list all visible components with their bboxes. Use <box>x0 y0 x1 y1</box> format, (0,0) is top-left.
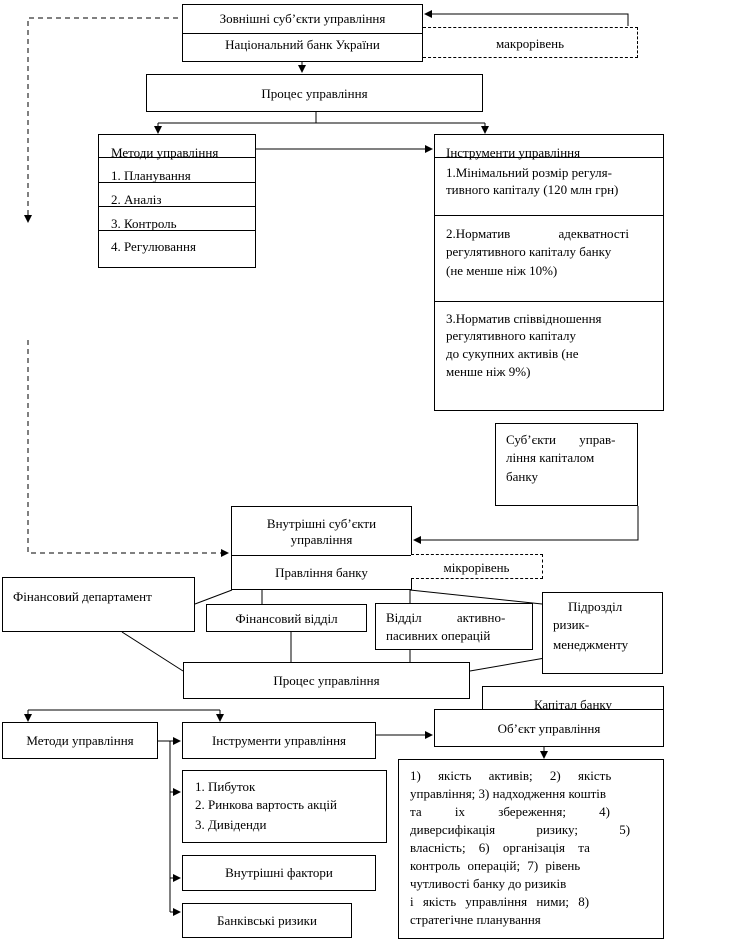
indicator-item: 2. Ринкова вартость акцій <box>195 797 337 812</box>
capital-subjects-line: банку <box>506 469 538 484</box>
object-components-line: чутливості банку до ризиків <box>410 876 567 891</box>
instrument-item-1-line: 1.Мінімальний розмір регуля- <box>446 165 612 180</box>
macro-level-box: макрорівень <box>423 27 638 58</box>
internal-factors-box: Внутрішні фактори <box>182 855 376 891</box>
instrument-item-1-line: тивного капіталу (120 млн грн) <box>446 182 619 197</box>
board-lines <box>194 589 543 605</box>
financial-department-box: Фінансовий департамент <box>2 577 195 632</box>
dashed-loop-top <box>24 17 178 223</box>
object-label: Об’єкт управління <box>497 721 601 736</box>
instrument-item-3-line: до сукупних активів (не <box>446 346 579 361</box>
risk-management-line: Підрозділ <box>568 599 623 614</box>
instrument-item-3-line: менше ніж 9%) <box>446 364 531 379</box>
object-components-line: стратегічне планування <box>410 912 541 927</box>
indicators-box: 1. Пибуток 2. Ринкова вартость акцій 3. … <box>182 770 387 843</box>
method-item: 2. Аналіз <box>111 192 162 207</box>
micro-level-label: мікрорівень <box>443 560 510 575</box>
risk-management-box: Підрозділ ризик- менеджменту <box>542 592 663 674</box>
object-components-line: та іх збереження; 4) <box>410 804 611 819</box>
split-top <box>158 112 485 124</box>
capital-subjects-line: ління капіталом <box>506 450 595 465</box>
methods-bottom-box: Методи управління <box>2 722 158 759</box>
method-item: 1. Планування <box>111 168 191 183</box>
instrument-item-2-line: регулятивного капіталу банку <box>446 244 612 259</box>
capital-subjects-box: Суб’єкти управ- ління капіталом банку <box>495 423 638 506</box>
instrument-item-2-line: 2.Норматив адекватності <box>446 226 629 241</box>
external-subjects-box: Зовнішні суб’єкти управління Національни… <box>182 4 423 62</box>
object-components-line: контроль операцій; 7) рівень <box>410 858 581 873</box>
instruments-top-box: Інструменти управління 1.Мінімальний роз… <box>434 134 664 411</box>
object-components-line: і якість управління ними; 8) <box>410 894 590 909</box>
bank-risks-label: Банківські ризики <box>217 913 317 928</box>
dept-lines <box>121 631 546 672</box>
methods-top-title: Методи управління <box>111 145 219 160</box>
alm-division-box: Відділ активно- пасивних операцій <box>375 603 533 650</box>
internal-subjects-box: Внутрішні суб’єкти управління Правління … <box>231 506 412 590</box>
internal-subjects-title: Внутрішні суб’єкти <box>266 516 377 531</box>
instrument-item-3-line: 3.Норматив співвідношення <box>446 311 602 326</box>
return-arrow-external <box>424 10 629 26</box>
instruments-bottom-box: Інструменти управління <box>182 722 376 759</box>
object-components-box: 1) якість активів; 2) якість управління;… <box>398 759 664 939</box>
process-top-label: Процес управління <box>261 86 368 101</box>
nbu-label: Національний банк України <box>225 37 380 52</box>
instruments-top-title: Інструменти управління <box>446 145 581 160</box>
instrument-item-2-line: (не менше ніж 10%) <box>446 263 558 278</box>
method-item: 4. Регулювання <box>111 239 196 254</box>
financial-division-label: Фінансовий відділ <box>235 611 338 626</box>
internal-factors-label: Внутрішні фактори <box>225 865 333 880</box>
indicator-item: 3. Дивіденди <box>195 817 267 832</box>
object-components-line: диверсифікація ризику; 5) <box>410 822 631 837</box>
board-label: Правління банку <box>275 565 368 580</box>
process-bottom-label: Процес управління <box>273 673 380 688</box>
capital-subjects-line: Суб’єкти управ- <box>506 432 616 447</box>
methods-top-box: Методи управління 1. Планування 2. Аналі… <box>98 134 256 268</box>
object-components-line: управління; 3) надходження коштів <box>410 786 607 801</box>
bank-risks-box: Банківські ризики <box>182 903 352 938</box>
object-box: Об’єкт управління <box>434 709 664 747</box>
financial-division-box: Фінансовий відділ <box>206 604 367 632</box>
object-components-line: власність; 6) організація та <box>410 840 590 855</box>
instrument-item-3-line: регулятивного капіталу <box>446 328 576 343</box>
internal-subjects-title: управління <box>290 532 353 547</box>
capital-label: Капітал банку <box>533 697 613 712</box>
object-components-line: 1) якість активів; 2) якість <box>410 768 612 783</box>
risk-management-line: ризик- <box>553 617 590 632</box>
instruments-bottom-label: Інструменти управління <box>211 733 347 748</box>
alm-division-line: пасивних операцій <box>386 628 491 643</box>
arrow-capital-subjects <box>413 506 639 544</box>
micro-level-box: мікрорівень <box>411 554 543 579</box>
alm-division-line: Відділ активно- <box>386 610 506 625</box>
process-top-box: Процес управління <box>146 74 483 112</box>
process-bottom-box: Процес управління <box>183 662 470 699</box>
methods-bottom-label: Методи управління <box>26 733 134 748</box>
method-item: 3. Контроль <box>111 216 177 231</box>
risk-management-line: менеджменту <box>553 637 629 652</box>
external-subjects-title: Зовнішні суб’єкти управління <box>219 11 386 26</box>
indicator-item: 1. Пибуток <box>195 779 256 794</box>
dashed-loop-bottom <box>27 340 229 557</box>
macro-level-label: макрорівень <box>495 36 565 51</box>
financial-department-label: Фінансовий департамент <box>13 589 152 604</box>
